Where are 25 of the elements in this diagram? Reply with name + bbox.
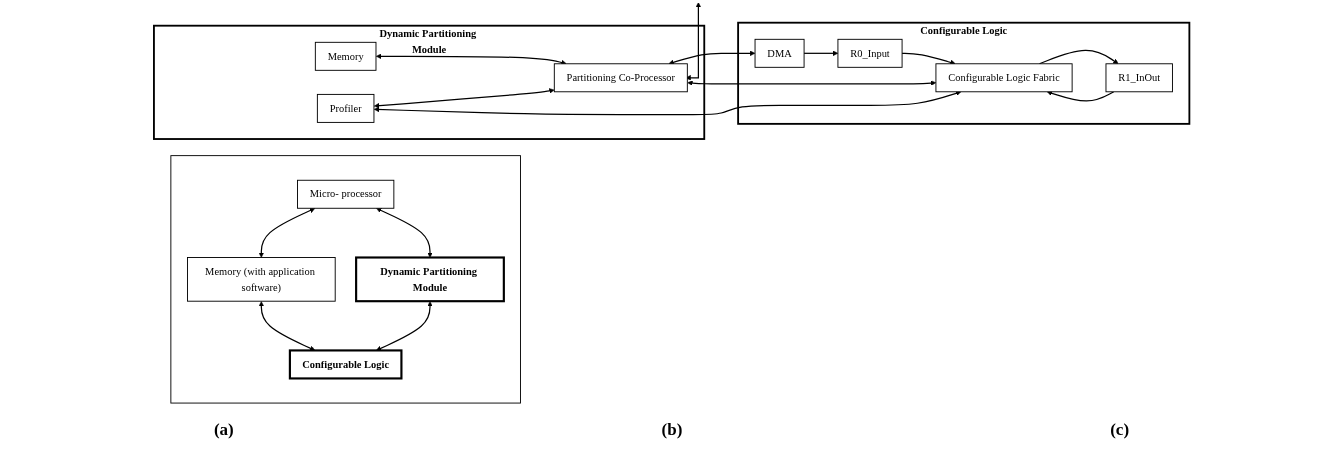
arrow	[376, 207, 433, 258]
arrow	[687, 79, 936, 86]
node-box: Partitioning Co-Processor	[553, 62, 688, 92]
node-box: Memory	[314, 41, 377, 71]
node-box: DMA	[754, 38, 805, 68]
node-box: Memory (with application software)	[186, 256, 336, 302]
panel-label: (a)	[213, 420, 234, 440]
arrow	[375, 53, 567, 65]
arrow	[258, 207, 315, 258]
node-box: Dynamic Partitioning Module	[354, 255, 505, 302]
node-box: R0_Input	[837, 38, 903, 68]
arrow	[901, 52, 956, 65]
node-box: Configurable Logic Fabric	[935, 62, 1073, 92]
arrow	[373, 87, 555, 108]
arrow	[803, 50, 838, 56]
arrow	[373, 90, 961, 115]
panel-label: (b)	[661, 420, 683, 440]
node-box: R1_InOut	[1105, 62, 1173, 92]
node-box: Configurable Logic	[288, 348, 403, 379]
panel-label: (c)	[1110, 420, 1130, 440]
arrow	[668, 50, 756, 65]
cluster	[170, 154, 521, 403]
node-box: Profiler	[316, 93, 375, 123]
arrow	[1046, 90, 1115, 102]
node-box: Micro- processor	[296, 179, 395, 209]
